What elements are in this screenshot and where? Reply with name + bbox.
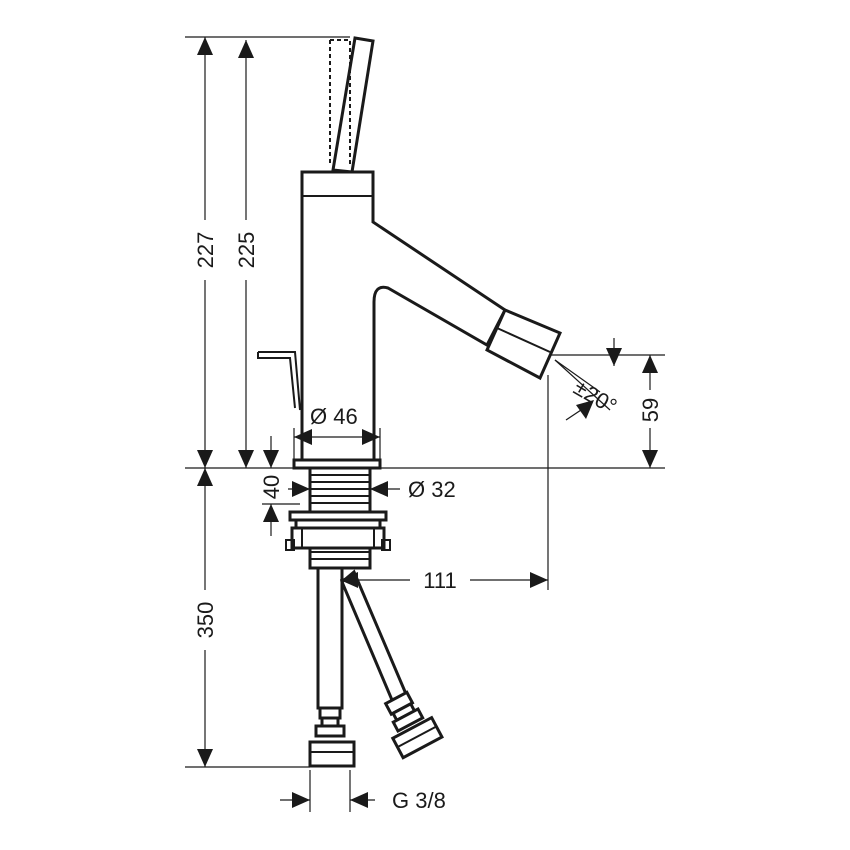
dim-spout-height-label: 59	[638, 398, 663, 422]
dim-connection-label: G 3/8	[392, 788, 446, 813]
dim-thread-diameter-label: Ø 32	[408, 477, 456, 502]
threaded-shank	[285, 466, 391, 570]
dimension-lines	[197, 37, 658, 808]
dim-base-diameter-label: Ø 46	[310, 404, 358, 429]
reference-lines	[185, 36, 665, 812]
faucet-body	[257, 170, 562, 470]
dim-height-spout-label: 225	[234, 232, 259, 269]
dim-counter-thickness-label: 40	[259, 475, 284, 499]
dim-height-total-label: 227	[193, 232, 218, 269]
lever-handle	[329, 36, 375, 174]
dim-below-counter-label: 350	[193, 602, 218, 639]
dim-projection-label: 111	[423, 568, 456, 593]
supply-hoses	[308, 566, 444, 768]
